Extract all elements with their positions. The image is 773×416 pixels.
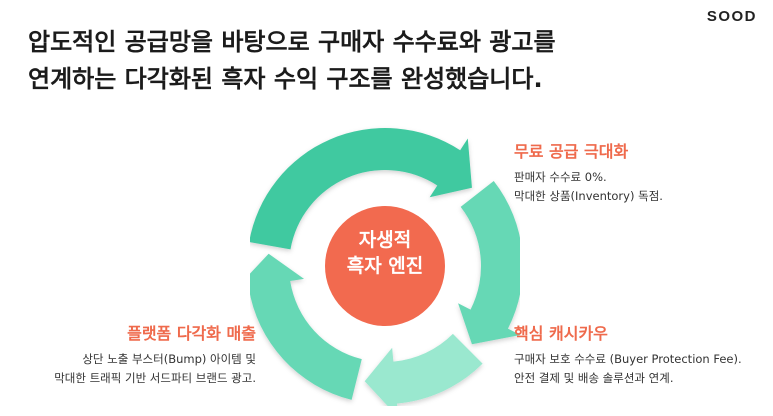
cycle-arrow-top [249,128,472,250]
callout-cash-cow: 핵심 캐시카우 구매자 보호 수수료 (Buyer Protection Fee… [514,320,742,388]
callout-title: 무료 공급 극대화 [514,142,629,161]
callout-text: 판매자 수수료 0%. [514,170,607,184]
brand-logo: SOOD [706,8,757,25]
page-title: 압도적인 공급망을 바탕으로 구매자 수수료와 광고를 연계하는 다각화된 흑자… [28,24,678,98]
callout-text: 구매자 보호 수수료 (Buyer Protection Fee). [514,352,742,366]
callout-title: 플랫폼 다각화 매출 [127,324,256,343]
callout-text: 막대한 트래픽 기반 서드파티 브랜드 광고. [54,371,256,385]
callout-text: 막대한 상품(Inventory) 독점. [514,189,663,203]
revenue-cycle-diagram: 자생적 흑자 엔진 [234,116,523,416]
callout-text: 안전 결제 및 배송 솔루션과 연계. [514,371,674,385]
hub-label: 자생적 흑자 엔진 [250,227,520,279]
title-line-2: 연계하는 다각화된 흑자 수익 구조를 완성했습니다. [28,65,543,93]
hub-line-1: 자생적 [358,229,412,251]
hub-circle [325,206,445,326]
hub-line-2: 흑자 엔진 [346,255,424,277]
cycle-arrow-right [458,181,523,345]
callout-text: 상단 노출 부스터(Bump) 아이템 및 [82,352,256,366]
callout-platform-revenue: 플랫폼 다각화 매출 상단 노출 부스터(Bump) 아이템 및 막대한 트래픽… [54,320,256,388]
title-line-1: 압도적인 공급망을 바탕으로 구매자 수수료와 광고를 [28,28,556,56]
callout-free-supply: 무료 공급 극대화 판매자 수수료 0%. 막대한 상품(Inventory) … [514,138,663,206]
cycle-arrow-left [234,253,362,400]
cycle-arrows [234,128,523,416]
callout-title: 핵심 캐시카우 [514,324,608,343]
cycle-arrow-bottom [364,333,483,416]
